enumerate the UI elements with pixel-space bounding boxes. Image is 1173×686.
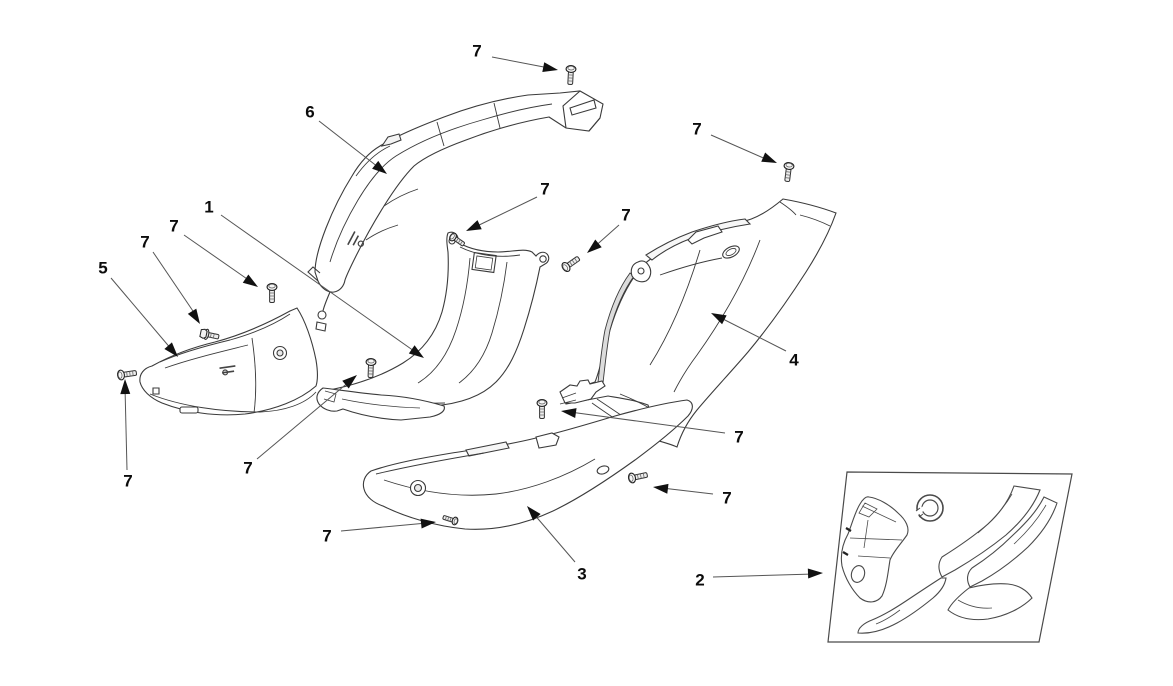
leader-5 [111,278,183,361]
leader-7-bracket [257,370,361,459]
leader-7-part5-nose [119,378,131,470]
part-4-clip-hole [638,268,644,274]
leader-7-right-upper [711,135,780,169]
leader-7-part4-top [583,225,619,258]
callout-3: 3 [577,564,587,584]
part-3-bracket-lines [324,391,420,408]
callout-2: 2 [695,570,705,590]
part-1-center-panel [324,232,549,406]
part-1-socket [472,253,496,273]
part-4-left-edge-strip [598,273,634,383]
part-1-outline [324,232,549,406]
part-6-lower-arm [323,292,330,311]
leader-7-part5-mid [153,252,205,328]
part-6-mount-hole [318,311,326,319]
part-4-top-strip [646,219,750,260]
part-3-grommet-inner [415,485,422,492]
leader-7-part3-top [559,405,725,433]
part-4-seams [620,202,830,423]
callout-6: 6 [305,102,315,122]
leader-7-top [492,57,560,76]
callout-7-part3-top: 7 [734,427,744,447]
part-5-top-rim [160,314,290,368]
callout-5: 5 [98,258,108,278]
part-3-ridge-strip [466,442,509,456]
callout-7-part4-top: 7 [621,205,631,225]
part-4-top-notch [688,226,722,244]
callout-7-bracket: 7 [243,458,253,478]
callout-7-part3-bottom: 7 [322,526,332,546]
callout-7-part3-right: 7 [722,488,732,508]
screw-7-part3-right [627,469,649,485]
inset-band-blade-b [948,584,1032,620]
part-6-top-clip [382,134,401,146]
bolt-7-part5-mid [199,327,221,343]
screw-7-top [564,64,577,86]
leader-3 [522,502,575,562]
part-3-top-clip [536,433,559,448]
part-1-top-flange [460,247,520,256]
part-5-outline [140,308,318,415]
callout-4: 4 [789,350,799,370]
screw-7-part5-nose [116,367,138,381]
leader-lines [111,57,824,580]
part-5-notch [153,388,159,394]
leader-7-part3-right [651,481,713,494]
callout-7-part1-top: 7 [540,179,550,199]
screw-7-part4-top [559,253,583,274]
leader-6 [319,121,391,179]
leader-7-part1-top [463,197,537,237]
inset-band-upright-b [968,497,1057,587]
callout-1: 1 [204,197,214,217]
callout-7-part5-nose: 7 [123,471,133,491]
screw-7-part5-top [266,283,278,304]
part-5-grommet-inner [277,350,283,356]
part-5-bottom-tab [180,407,198,413]
inset-shield-oval [850,564,867,584]
part-3-lower-panel [317,388,692,529]
leader-7-part5-top [184,235,262,292]
inset-ring-ends [916,508,923,517]
part-1-right-ear-hole [540,256,546,262]
inset-front-shield-facets [850,503,902,558]
inset-band-details [876,494,1046,624]
part-6-upper-cover [308,91,603,331]
part-3-outline [363,400,692,529]
part-6-outline [315,91,603,292]
part-6-foot-hook [308,267,320,281]
screw-7-bracket [365,357,377,379]
part-6-seams [330,103,552,262]
part-4-right-panel [560,199,836,447]
part-3-oval-slot [596,465,610,476]
inset-band-blade-a [858,578,946,633]
leader-4 [708,308,786,351]
part-5-left-panel [140,308,318,415]
screw-7-part3-top [536,399,548,420]
part-5-brand-mark [220,366,237,376]
leader-1 [221,215,428,363]
callout-7-part5-mid: 7 [140,232,150,252]
part-2-inset-assembly [828,472,1072,642]
part-6-endcap-detail [563,91,600,131]
screw-7-right-upper [781,161,795,183]
inset-ring-gap [916,508,924,514]
part-5-seam [252,338,256,413]
part-4-foot-lines [560,393,576,404]
callout-7-part5-top: 7 [169,216,179,236]
callout-7-right-upper: 7 [692,119,702,139]
part-4-vent-slot-inner [725,247,737,257]
leader-7-part3-bottom [341,516,438,531]
inset-shield-dark-spots [843,528,851,555]
part-4-foot-fork [560,380,605,403]
part-3-bracket [317,388,444,420]
inset-ring-inner [922,500,938,516]
part-6-brand-mark [348,231,367,251]
callout-7-top: 7 [472,41,482,61]
part-6-lower-tab [316,322,326,331]
leader-2 [713,567,824,580]
